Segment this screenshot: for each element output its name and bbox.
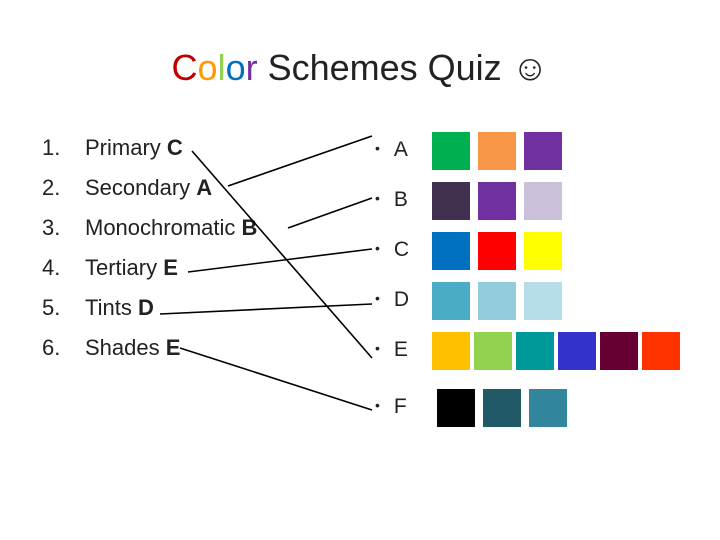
- connector-line: [287, 197, 373, 229]
- color-swatch: [432, 282, 470, 320]
- question-item: 4. Tertiary E: [42, 248, 257, 288]
- question-answer: D: [137, 295, 154, 320]
- title-letter: o: [225, 47, 246, 88]
- option-label: •A: [375, 135, 408, 166]
- option-label: •C: [375, 235, 409, 266]
- slide-title: Color Schemes Quiz ☺: [0, 44, 720, 92]
- bullet-icon: •: [375, 190, 380, 206]
- color-swatch: [524, 182, 562, 220]
- color-swatch: [516, 332, 554, 370]
- color-swatch: [642, 332, 680, 370]
- color-swatch: [478, 182, 516, 220]
- question-item: 2. Secondary A: [42, 168, 257, 208]
- question-term: Shades: [85, 335, 166, 360]
- option-label: •B: [375, 185, 408, 216]
- color-swatch: [478, 282, 516, 320]
- option-label: •D: [375, 285, 409, 316]
- question-answer: B: [241, 215, 258, 240]
- bullet-icon: •: [375, 340, 380, 356]
- color-swatch: [600, 332, 638, 370]
- color-swatch: [432, 132, 470, 170]
- question-term: Tints: [85, 295, 138, 320]
- option-letter: C: [393, 238, 410, 261]
- question-term: Monochromatic: [85, 215, 242, 240]
- question-number: 6.: [42, 335, 61, 360]
- option-letter: F: [393, 395, 407, 418]
- question-answer: C: [166, 135, 183, 160]
- question-item: 1. Primary C: [42, 128, 257, 168]
- question-number: 4.: [42, 255, 61, 280]
- question-number: 2.: [42, 175, 61, 200]
- color-swatch: [474, 332, 512, 370]
- question-term: Tertiary: [85, 255, 164, 280]
- title-text: Schemes Quiz: [257, 47, 512, 88]
- option-letter: A: [393, 138, 408, 161]
- question-list: 1. Primary C 2. Secondary A 3. Monochromati…: [42, 128, 257, 368]
- question-answer: A: [196, 175, 213, 200]
- title-letter: o: [197, 47, 218, 88]
- option-label: •E: [375, 335, 408, 366]
- question-item: 3. Monochromatic B: [42, 208, 257, 248]
- color-swatch: [432, 232, 470, 270]
- title-letter: r: [245, 47, 258, 88]
- color-swatch: [524, 132, 562, 170]
- question-item: 5. Tints D: [42, 288, 257, 328]
- question-number: 5.: [42, 295, 61, 320]
- bullet-icon: •: [375, 290, 380, 306]
- question-number: 3.: [42, 215, 61, 240]
- color-swatch: [432, 332, 470, 370]
- option-letter: B: [393, 188, 408, 211]
- question-term: Secondary: [85, 175, 197, 200]
- color-swatch: [524, 282, 562, 320]
- color-swatch: [432, 182, 470, 220]
- title-letter: l: [217, 47, 226, 88]
- bullet-icon: •: [375, 397, 380, 413]
- color-swatch: [529, 389, 567, 427]
- color-swatch: [524, 232, 562, 270]
- color-swatch: [478, 232, 516, 270]
- title-letter: C: [171, 47, 198, 88]
- color-swatch: [478, 132, 516, 170]
- color-swatch: [558, 332, 596, 370]
- option-letter: D: [393, 288, 410, 311]
- question-answer: E: [163, 255, 178, 280]
- color-swatch: [437, 389, 475, 427]
- bullet-icon: •: [375, 140, 380, 156]
- question-term: Primary: [85, 135, 167, 160]
- question-item: 6. Shades E: [42, 328, 257, 368]
- bullet-icon: •: [375, 240, 380, 256]
- color-swatch: [483, 389, 521, 427]
- option-label: •F: [375, 392, 407, 423]
- question-number: 1.: [42, 135, 61, 160]
- question-answer: E: [165, 335, 181, 360]
- smiley-icon: ☺: [511, 47, 549, 88]
- option-letter: E: [393, 338, 408, 361]
